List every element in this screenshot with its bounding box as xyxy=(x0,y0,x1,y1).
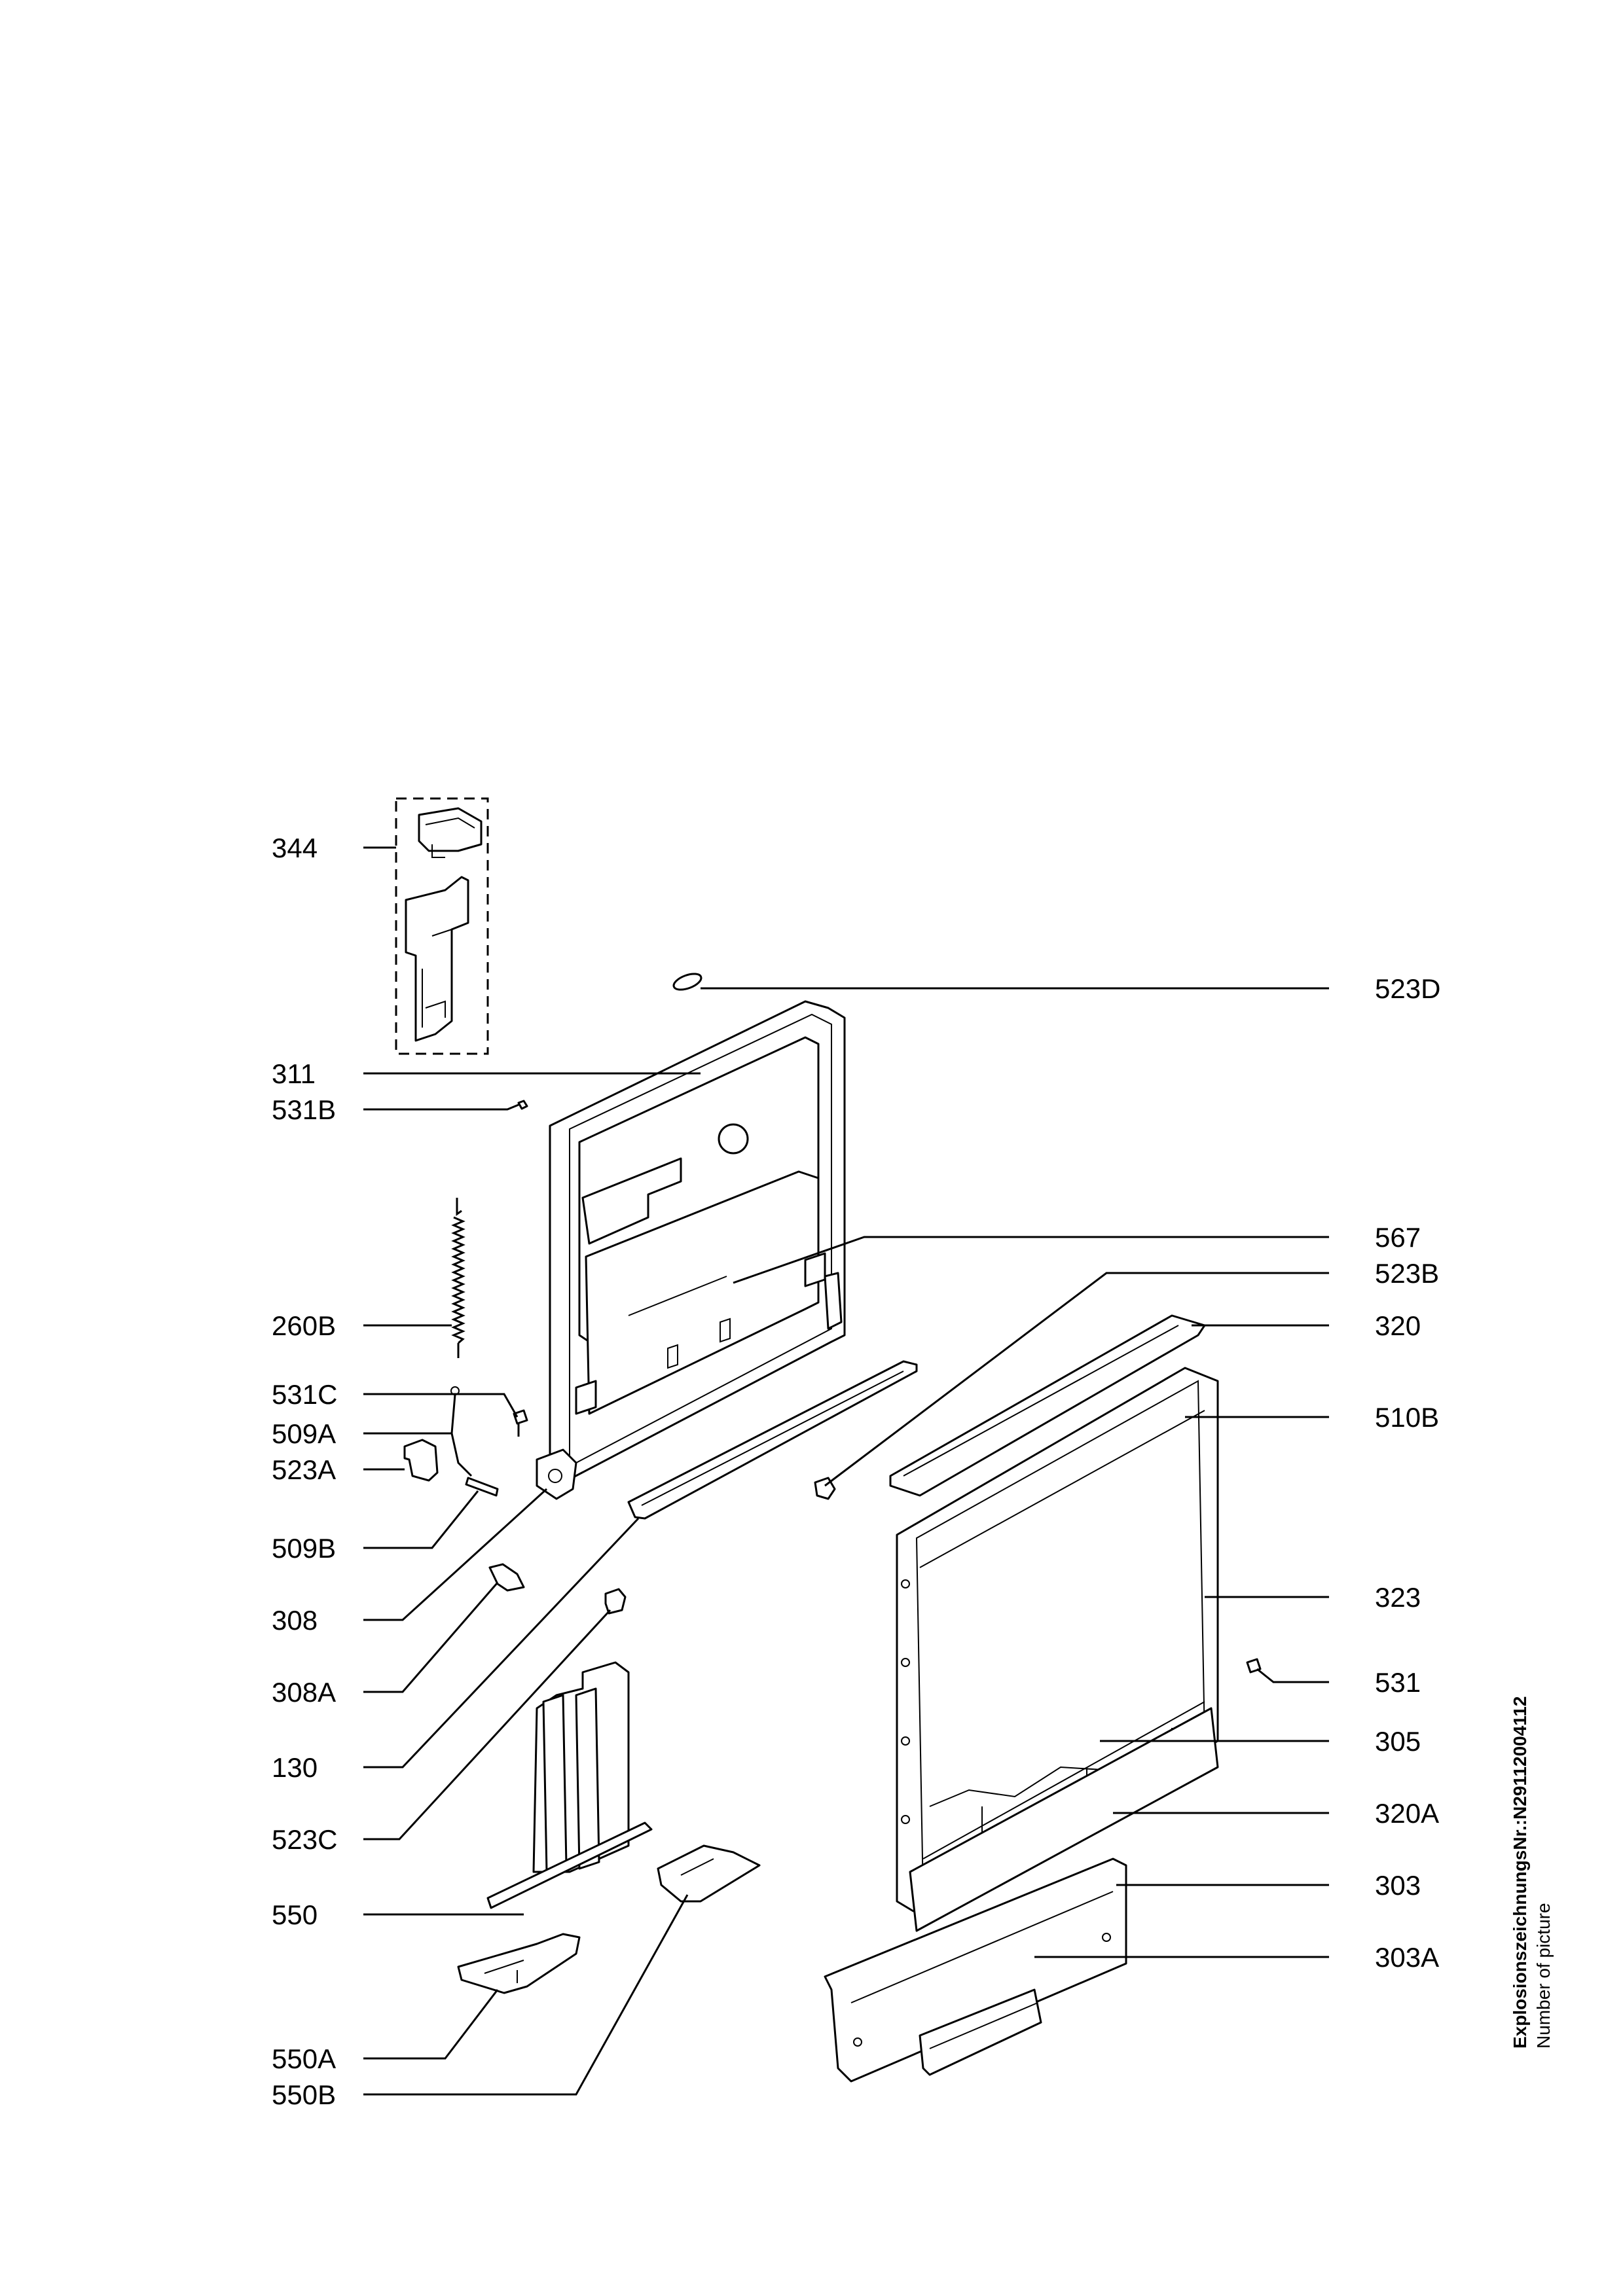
label-531C: 531C xyxy=(272,1379,337,1410)
part-523C-clip xyxy=(604,1588,627,1615)
part-320-trim-strip xyxy=(889,1314,1206,1497)
label-311: 311 xyxy=(272,1058,316,1089)
label-303: 303 xyxy=(1375,1870,1421,1901)
label-130: 130 xyxy=(272,1752,318,1783)
label-509B: 509B xyxy=(272,1533,336,1564)
label-567: 567 xyxy=(1375,1222,1421,1253)
part-523D-clip xyxy=(672,973,702,991)
label-303A: 303A xyxy=(1375,1942,1439,1973)
part-303A-profile xyxy=(919,1988,1042,2076)
label-523B: 523B xyxy=(1375,1258,1439,1289)
label-320: 320 xyxy=(1375,1310,1421,1341)
part-509A-cable xyxy=(450,1386,473,1477)
label-305: 305 xyxy=(1375,1726,1421,1757)
part-550B-bracket xyxy=(657,1844,761,1903)
part-550-support xyxy=(486,1661,653,1909)
part-523A-bracket xyxy=(403,1439,439,1482)
picture-number-title: ExplosionszeichnungsNr.:N29112004112 xyxy=(1510,1696,1530,2049)
label-523D: 523D xyxy=(1375,973,1440,1004)
picture-number-subtitle: Number of picture xyxy=(1533,1903,1554,2049)
label-550B: 550B xyxy=(272,2079,336,2110)
label-308A: 308A xyxy=(272,1677,336,1708)
label-550: 550 xyxy=(272,1899,318,1930)
label-320A: 320A xyxy=(1375,1798,1439,1829)
part-531B-screw xyxy=(517,1100,528,1110)
label-323: 323 xyxy=(1375,1582,1421,1613)
label-550A: 550A xyxy=(272,2043,336,2074)
label-344: 344 xyxy=(272,833,318,863)
part-550A-bracket xyxy=(457,1933,581,1994)
label-531: 531 xyxy=(1375,1667,1421,1698)
label-531B: 531B xyxy=(272,1094,336,1125)
label-510B: 510B xyxy=(1375,1402,1439,1433)
label-523A: 523A xyxy=(272,1454,336,1485)
label-523C: 523C xyxy=(272,1824,337,1855)
label-308: 308 xyxy=(272,1605,318,1636)
part-260B-spring xyxy=(451,1198,465,1358)
part-130-rail xyxy=(627,1360,918,1520)
leader-lines xyxy=(363,846,1329,2096)
label-260B: 260B xyxy=(272,1310,336,1341)
label-509A: 509A xyxy=(272,1418,336,1449)
part-509B-bolt xyxy=(465,1477,499,1497)
part-320A-trim xyxy=(909,1707,1219,1932)
part-311-door-frame xyxy=(536,1000,846,1500)
part-344-hinge-kit xyxy=(395,797,489,1055)
